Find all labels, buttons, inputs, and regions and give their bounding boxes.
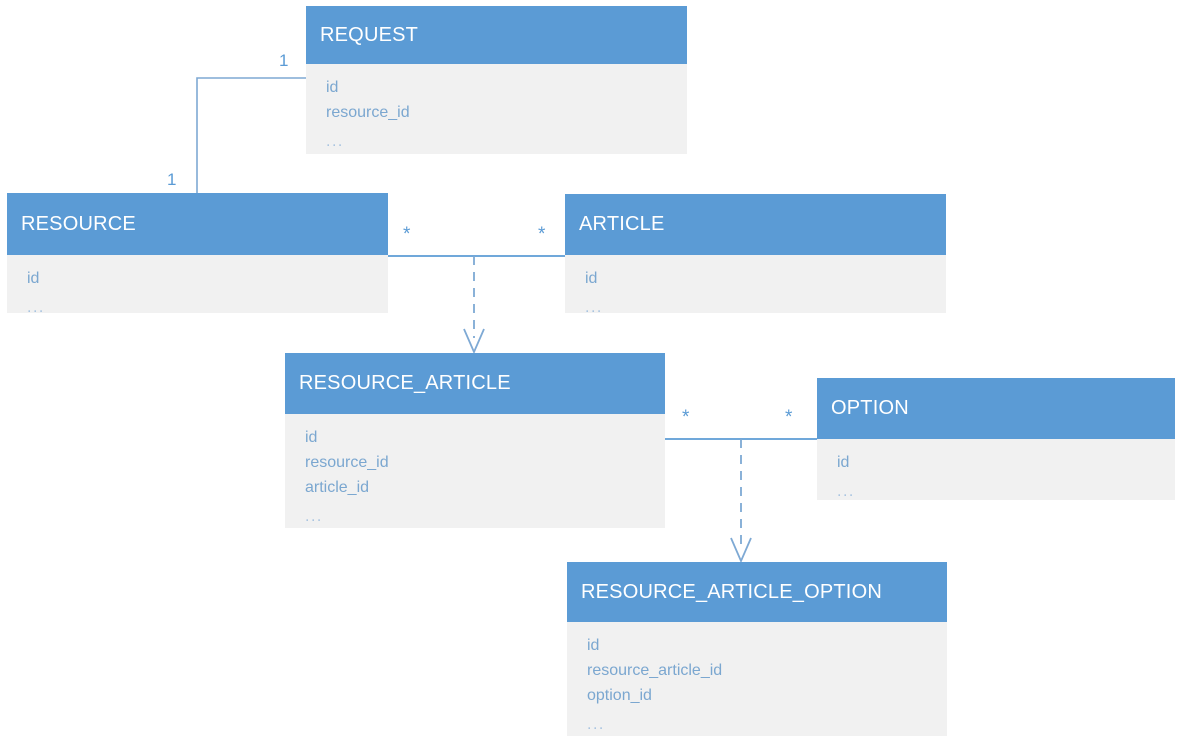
connector-request-resource — [196, 77, 306, 193]
entity-resource-attributes: id ... — [7, 255, 388, 316]
attribute-row: ... — [326, 133, 344, 150]
entity-article-attributes: id ... — [565, 255, 946, 316]
entity-resource-article-option-title: RESOURCE_ARTICLE_OPTION — [567, 562, 947, 622]
attribute-row: resource_id — [305, 454, 389, 471]
attribute-row: id — [326, 79, 339, 96]
entity-resource[interactable]: RESOURCE id ... — [7, 193, 388, 316]
entity-option-attributes: id ... — [817, 439, 1175, 500]
entity-resource-title: RESOURCE — [7, 193, 388, 255]
cardinality-article-many: * — [538, 224, 546, 245]
cardinality-option-many: * — [785, 407, 793, 428]
entity-option-title: OPTION — [817, 378, 1175, 439]
attribute-row: id — [587, 637, 600, 654]
attribute-row: id — [837, 454, 850, 471]
arrowhead-resource-article-option — [730, 537, 752, 564]
attribute-row: id — [27, 270, 40, 287]
cardinality-resource-many: * — [403, 224, 411, 245]
attribute-row: resource_article_id — [587, 662, 723, 679]
entity-article[interactable]: ARTICLE id ... — [565, 194, 946, 316]
entity-resource-article[interactable]: RESOURCE_ARTICLE id resource_id article_… — [285, 353, 665, 528]
cardinality-resource-one: 1 — [167, 170, 177, 189]
entity-resource-article-title: RESOURCE_ARTICLE — [285, 353, 665, 414]
entity-article-title: ARTICLE — [565, 194, 946, 255]
attribute-row: ... — [837, 483, 855, 500]
attribute-row: id — [305, 429, 318, 446]
cardinality-resource-article-many: * — [682, 407, 690, 428]
entity-request-attributes: id resource_id ... — [306, 64, 687, 154]
entity-resource-article-attributes: id resource_id article_id ... — [285, 414, 665, 528]
attribute-row: ... — [587, 716, 605, 733]
attribute-row: ... — [27, 299, 45, 316]
entity-request-title: REQUEST — [306, 6, 687, 64]
entity-request[interactable]: REQUEST id resource_id ... — [306, 6, 687, 154]
attribute-row: ... — [585, 299, 603, 316]
attribute-row: id — [585, 270, 598, 287]
attribute-row: article_id — [305, 479, 370, 496]
entity-option[interactable]: OPTION id ... — [817, 378, 1175, 500]
attribute-row: option_id — [587, 687, 652, 704]
entity-resource-article-option[interactable]: RESOURCE_ARTICLE_OPTION id resource_arti… — [567, 562, 947, 736]
entity-resource-article-option-attributes: id resource_article_id option_id ... — [567, 622, 947, 736]
attribute-row: resource_id — [326, 104, 410, 121]
arrowhead-resource-article — [463, 328, 485, 355]
cardinality-request-one: 1 — [279, 51, 289, 70]
attribute-row: ... — [305, 508, 323, 525]
